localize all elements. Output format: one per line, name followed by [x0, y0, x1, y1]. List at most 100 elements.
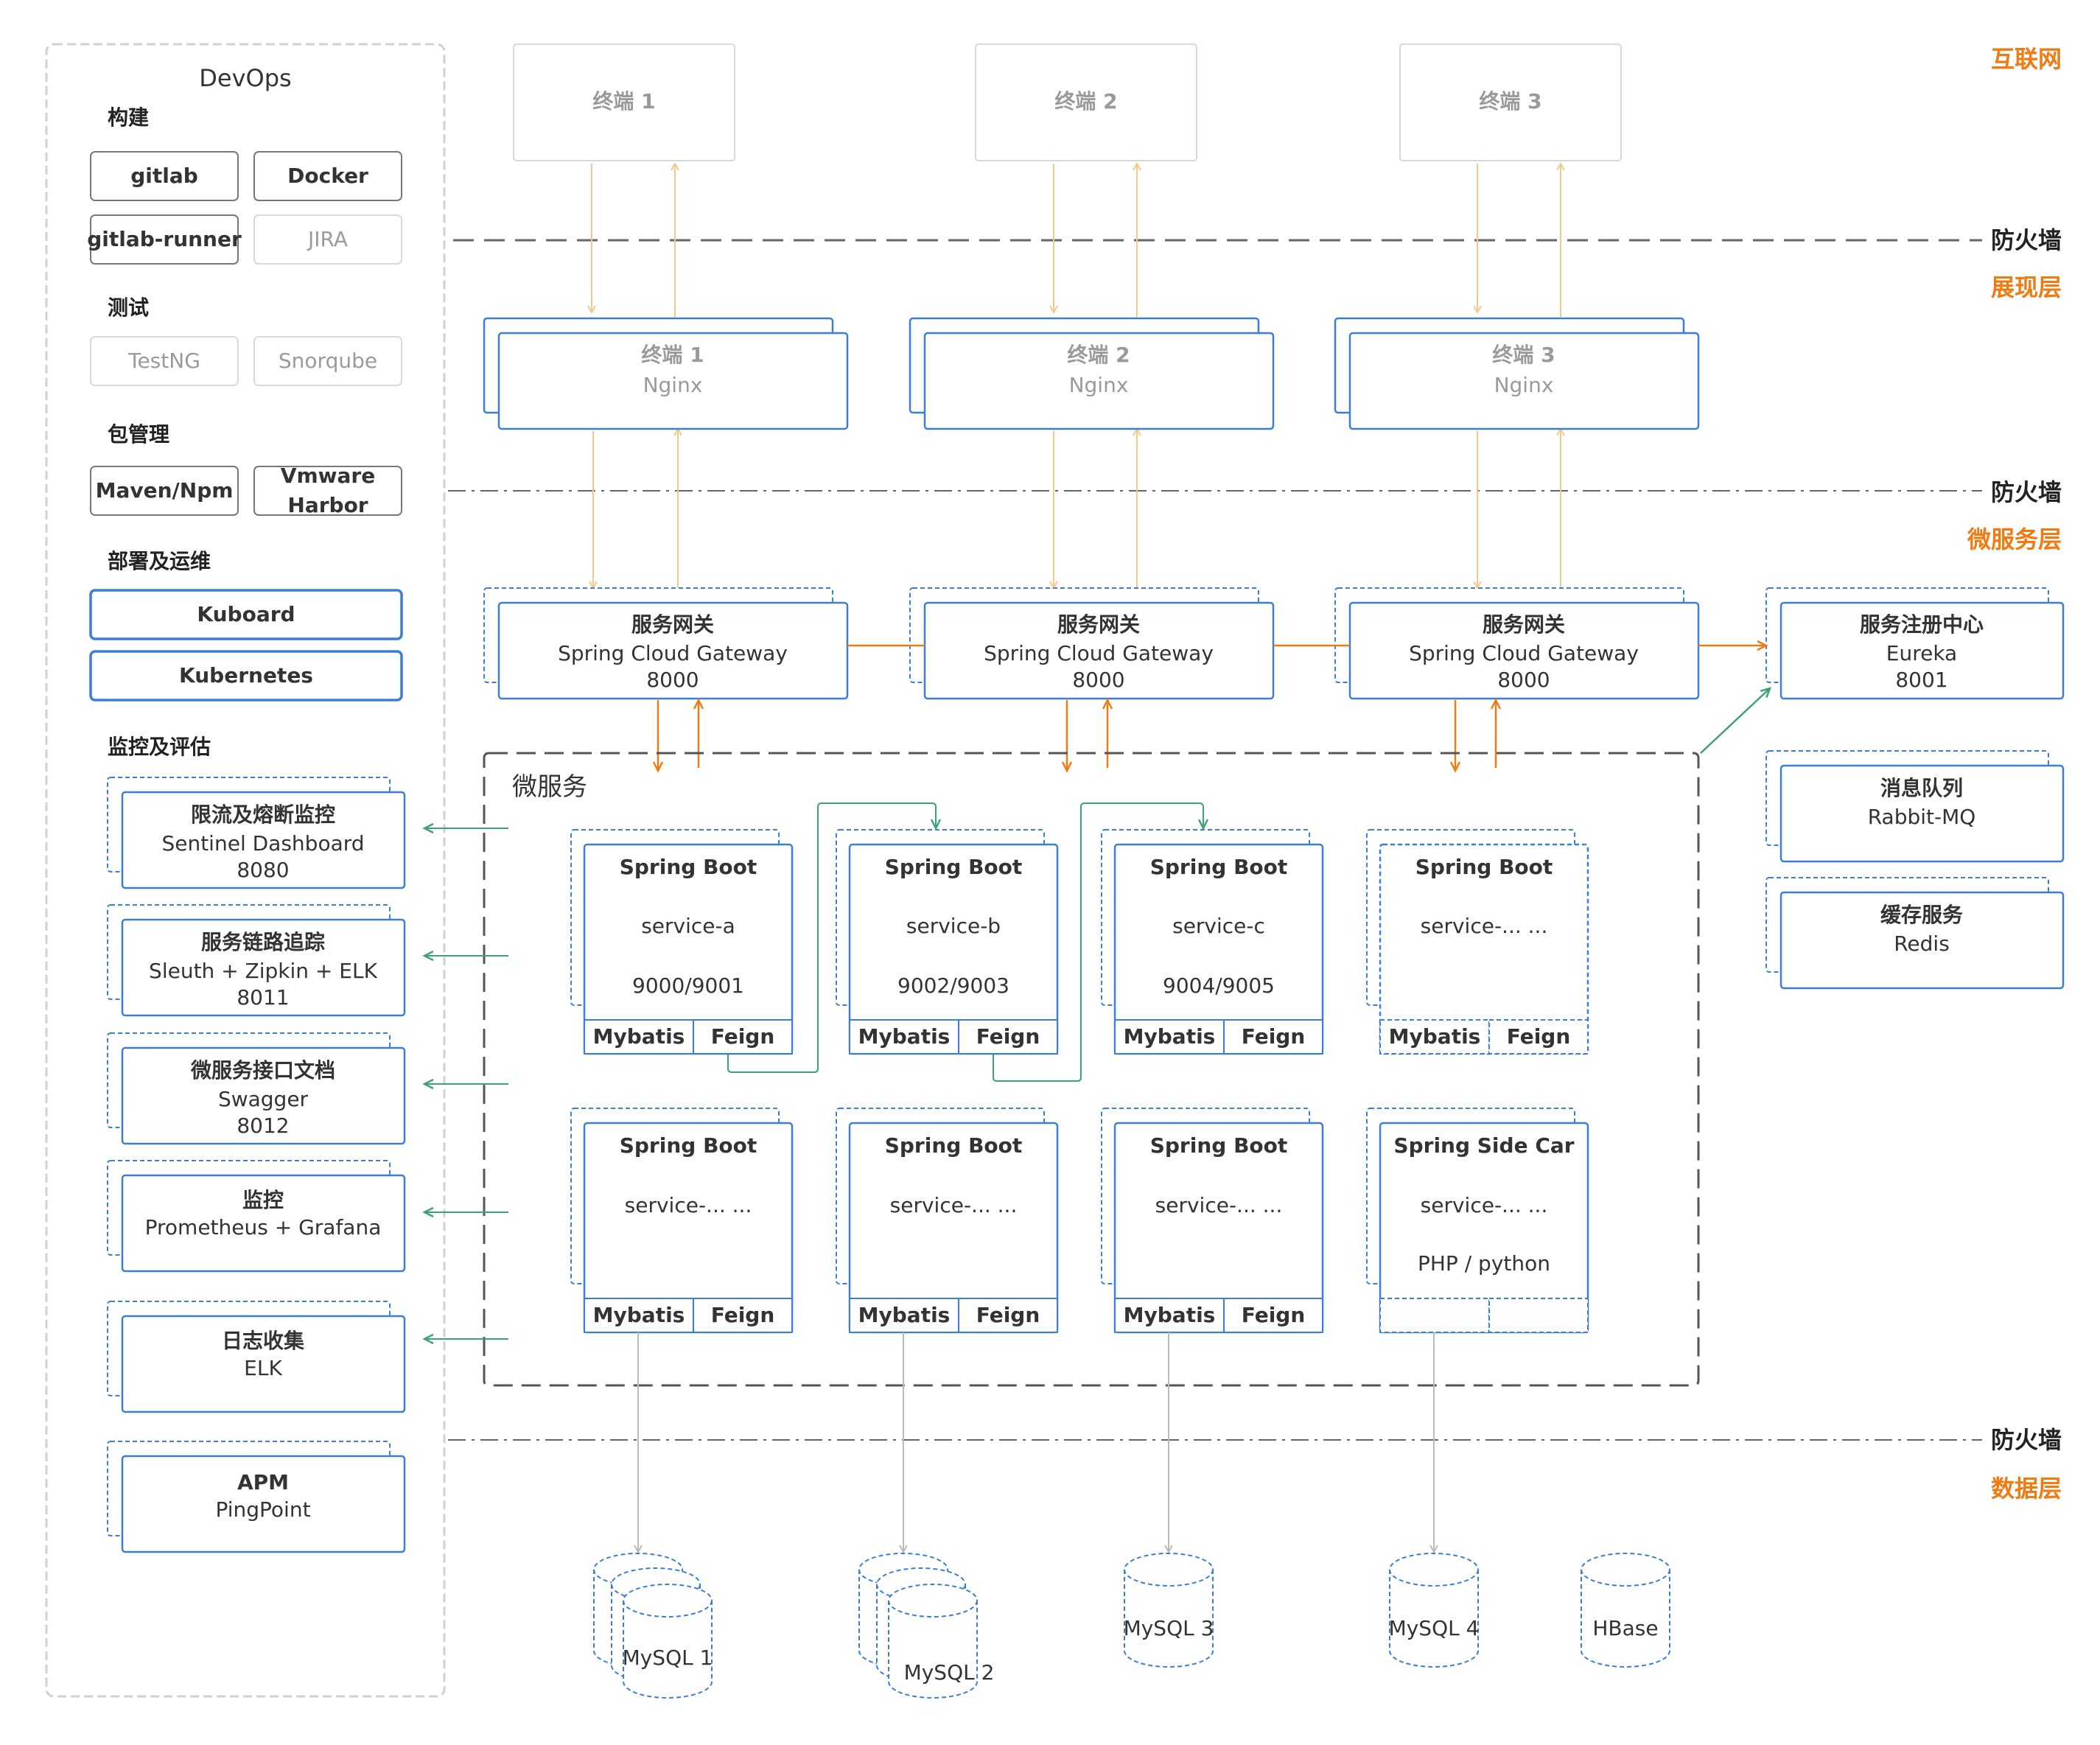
registry-title: 服务注册中心 [1859, 612, 1984, 637]
registry-port: 8001 [1895, 668, 1948, 692]
terminal-1-label: 终端 1 [592, 89, 656, 113]
service-etc-3-name: service-... ... [889, 1193, 1018, 1217]
gitlab-runner-label: gitlab-runner [87, 227, 242, 251]
monitor-6-title: APM [237, 1470, 290, 1494]
mybatis-label: Mybatis [1123, 1303, 1216, 1327]
deploy-label: 部署及运维 [108, 549, 211, 573]
monitor-4-title: 监控 [242, 1188, 284, 1212]
monitor-2-box [121, 918, 406, 1017]
feign-a-to-b [727, 802, 942, 1073]
nginx-3-box [1348, 332, 1700, 430]
service-c-ports: 9004/9005 [1163, 973, 1275, 998]
monitor-6-box [121, 1455, 406, 1553]
testng-label: TestNG [128, 349, 200, 373]
monitor-2-name: Sleuth + Zipkin + ELK [149, 959, 377, 983]
monitor-3-box [121, 1046, 406, 1145]
monitor-2-title: 服务链路追踪 [200, 930, 326, 954]
harbor-label: Harbor [287, 493, 368, 517]
mysql-3-cylinder [1124, 1570, 1214, 1668]
nginx-1-name: Nginx [643, 373, 703, 397]
service-etc-1-box [1379, 843, 1589, 1055]
monitor-5-box [121, 1315, 406, 1413]
service-etc-1-name: service-... ... [1420, 914, 1548, 938]
nginx-3-title: 终端 3 [1492, 343, 1555, 367]
docker-label: Docker [287, 164, 368, 188]
gitlab-box [90, 151, 239, 201]
gateway-3-box [1348, 601, 1700, 700]
firewall-label-2: 防火墙 [1990, 478, 2062, 506]
mq-box [1779, 764, 2065, 863]
mybatis-label: Mybatis [592, 1024, 685, 1049]
mq-title: 消息队列 [1880, 776, 1964, 800]
microservice-label: 微服务 [512, 772, 587, 802]
kuboard-box [89, 589, 403, 640]
mysql-1-label: MySQL 1 [622, 1646, 713, 1670]
mybatis-label: Mybatis [858, 1024, 951, 1049]
gitlab-label: gitlab [130, 164, 198, 188]
feign-label: Feign [1241, 1024, 1306, 1049]
mysql-2-label: MySQL 2 [903, 1660, 995, 1685]
service-etc-2-name: service-... ... [624, 1193, 752, 1217]
testng-box [90, 336, 239, 386]
maven-box [90, 466, 239, 516]
monitor-1-port: 8080 [237, 858, 290, 882]
sidecar-name: service-... ... [1420, 1193, 1548, 1217]
feign-b-to-c [993, 802, 1209, 1082]
feign-label: Feign [976, 1303, 1040, 1327]
kubernetes-box [89, 650, 403, 702]
monitor-4-box [121, 1174, 406, 1273]
service-b-name: service-b [906, 914, 1001, 938]
jira-label: JIRA [308, 227, 348, 251]
zone-presentation: 展现层 [1990, 273, 2062, 301]
gateway-2-title: 服务网关 [1057, 612, 1141, 637]
arrow-container-registry [1700, 687, 1772, 754]
service-b-framework: Spring Boot [884, 855, 1023, 879]
service-a-ports: 9000/9001 [632, 973, 744, 998]
sidecar-lang: PHP / python [1417, 1251, 1551, 1276]
monitor-section-label: 监控及评估 [108, 735, 211, 759]
kuboard-label: Kuboard [197, 602, 295, 626]
terminal-3-box [1399, 43, 1622, 161]
gateway-1-name: Spring Cloud Gateway [558, 641, 788, 665]
maven-label: Maven/Npm [95, 478, 234, 503]
snorqube-box [253, 336, 402, 386]
nginx-2-box [923, 332, 1275, 430]
hbase-label: HBase [1592, 1616, 1659, 1640]
firewall-label-3: 防火墙 [1990, 1426, 2062, 1454]
microservice-container [483, 752, 1700, 1387]
gateway-3-port: 8000 [1497, 668, 1550, 692]
monitor-1-box [121, 791, 406, 889]
gateway-3-title: 服务网关 [1482, 612, 1566, 637]
monitor-3-name: Swagger [217, 1087, 309, 1111]
nginx-3-name: Nginx [1494, 373, 1554, 397]
terminal-1-box [513, 43, 735, 161]
nginx-2-name: Nginx [1068, 373, 1129, 397]
service-c-name: service-c [1172, 914, 1265, 938]
devops-panel [45, 43, 446, 1698]
service-etc-2-framework: Spring Boot [619, 1133, 757, 1158]
cache-title: 缓存服务 [1880, 903, 1964, 927]
service-b-ports: 9002/9003 [897, 973, 1009, 998]
build-label: 构建 [108, 105, 150, 130]
monitor-4-name: Prometheus + Grafana [144, 1215, 382, 1239]
service-a-framework: Spring Boot [619, 855, 757, 879]
gateway-1-title: 服务网关 [631, 612, 715, 637]
gateway-2-box [923, 601, 1275, 700]
service-etc-1-framework: Spring Boot [1415, 855, 1553, 879]
vmware-label: Vmware [280, 464, 376, 488]
pkg-label: 包管理 [108, 422, 170, 447]
service-etc-3-framework: Spring Boot [884, 1133, 1023, 1158]
hbase-cylinder [1581, 1570, 1670, 1668]
nginx-1-title: 终端 1 [641, 343, 704, 367]
docker-box [253, 151, 402, 201]
cache-box [1779, 891, 2065, 990]
mysql-4-cylinder [1389, 1570, 1479, 1668]
service-a-name: service-a [641, 914, 735, 938]
registry-box [1779, 601, 2065, 700]
monitor-3-port: 8012 [237, 1113, 290, 1138]
kubernetes-label: Kubernetes [179, 663, 313, 688]
gateway-2-port: 8000 [1072, 668, 1125, 692]
feign-label: Feign [1241, 1303, 1306, 1327]
feign-label: Feign [710, 1303, 775, 1327]
